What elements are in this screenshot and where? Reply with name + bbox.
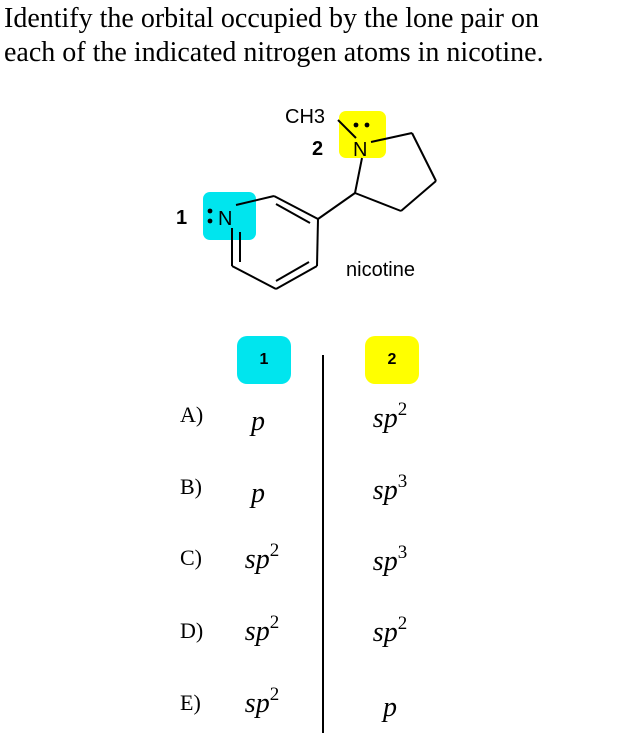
n1-lone-pair-dot: [207, 208, 213, 214]
option-letter: A): [180, 402, 204, 427]
n2-highlight: [339, 111, 386, 158]
n1-lone-pair-dot: [207, 218, 213, 224]
option-b-col2: sp3: [372, 471, 408, 506]
molecule-name: nicotine: [346, 259, 415, 281]
option-d-col2: sp2: [372, 613, 408, 648]
question-line-2: each of the indicated nitrogen atoms in …: [4, 37, 544, 68]
option-d-col1: sp2: [244, 612, 280, 647]
option-a-col2: sp2: [372, 399, 408, 434]
column-1-label: 1: [259, 351, 269, 368]
nicotine-structure: CH3 2 N 1 N nicotine: [176, 106, 437, 290]
column-divider: [322, 355, 324, 733]
column-2-label: 2: [387, 351, 397, 368]
column-2-badge: 2: [365, 336, 419, 384]
column-1-badge: 1: [237, 336, 291, 384]
option-e-col2: p: [383, 692, 397, 723]
n2-lone-pair-dot: [364, 122, 370, 128]
question-text: Identify the orbital occupied by the lon…: [4, 2, 622, 70]
n2-lone-pair-dot: [353, 122, 359, 128]
option-b-col1: p: [251, 478, 265, 509]
ring-link-bond: [317, 192, 356, 220]
pyrrolidine-ring: [354, 132, 437, 212]
methyl-label: CH3: [285, 106, 325, 128]
option-e-col1: sp2: [244, 684, 280, 719]
n1-number: 1: [176, 207, 187, 229]
question-line-1: Identify the orbital occupied by the lon…: [4, 3, 539, 34]
pyridine-ring: [231, 195, 319, 290]
n2-number: 2: [312, 138, 323, 160]
n1-atom: N: [218, 208, 232, 230]
n2-atom: N: [353, 139, 367, 161]
option-letter: C): [180, 545, 202, 570]
option-letter: D): [180, 618, 204, 643]
option-c-col1: sp2: [244, 540, 280, 575]
option-c-col2: sp3: [372, 542, 408, 577]
option-a-col1: p: [251, 406, 265, 437]
option-letter: B): [180, 474, 202, 499]
option-letter: E): [180, 690, 201, 715]
methyl-bond: [337, 119, 357, 139]
